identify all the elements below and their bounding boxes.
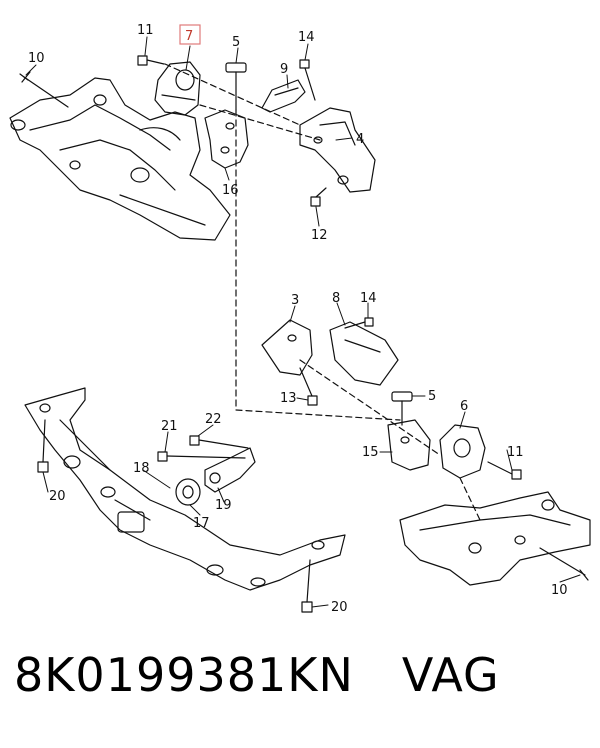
buffer-5-upper [225,62,247,111]
upper-left-crossmember [9,77,231,241]
bolt-10-lower [539,547,589,581]
callout-19: 19 [215,498,232,513]
bolt-11-right [487,461,522,480]
callout-11-upper: 11 [137,23,154,38]
callout-12: 12 [311,228,328,243]
bolt-21 [157,451,246,462]
callout-10-lower: 10 [551,583,568,598]
support-bracket-4 [299,107,376,193]
callout-20-left: 20 [49,489,66,504]
callout-22: 22 [205,412,222,427]
part-number: 8K0199381KN [14,648,354,702]
part-number-caption: 8K0199381KN VAG [14,648,500,702]
bracket-15 [387,419,431,471]
bracket-19 [204,447,256,493]
lower-right-crossmember [399,491,591,586]
bolt-10-upper [19,71,69,108]
bracket-16 [204,109,249,169]
bracket-3 [261,319,313,376]
bushing-17 [175,478,201,506]
bolt-11-upper [137,55,165,66]
callout-8: 8 [332,291,340,306]
callout-5-middle: 5 [428,389,436,404]
callout-17: 17 [193,516,210,531]
callout-18: 18 [133,461,150,476]
callout-7-highlight-box [179,24,201,45]
callout-6: 6 [460,399,468,414]
engine-mount-6 [439,424,486,479]
callout-20-bottom: 20 [331,600,348,615]
exploded-parts-diagram: 7 11 5 14 10 9 4 16 12 3 8 14 13 5 6 15 … [9,23,591,615]
crossmember-18 [24,387,346,591]
callout-14-middle: 14 [360,291,377,306]
buffer-5-middle [391,391,413,426]
callout-11-right: 11 [507,445,524,460]
callout-7: 7 [185,29,193,44]
callout-3: 3 [291,293,299,308]
callout-15: 15 [362,445,379,460]
callout-9: 9 [280,62,288,77]
bolt-22 [189,435,249,449]
engine-mount-7 [154,61,201,116]
bolt-20-left [37,419,49,473]
callout-13: 13 [280,391,297,406]
heat-shield-8 [329,321,399,386]
callout-10-upper: 10 [28,51,45,66]
heat-shield-9 [261,79,306,113]
bolt-14-middle [344,317,374,329]
callout-21: 21 [161,419,178,434]
callout-14-upper: 14 [298,30,315,45]
callout-16: 16 [222,183,239,198]
callout-4: 4 [356,132,364,147]
bolt-12 [310,187,327,207]
callout-5-upper: 5 [232,35,240,50]
middle-dashed-leaders [235,359,481,521]
upper-dashed-leaders [164,63,321,411]
brand-name: VAG [401,648,500,702]
callout-leaders [25,36,581,608]
